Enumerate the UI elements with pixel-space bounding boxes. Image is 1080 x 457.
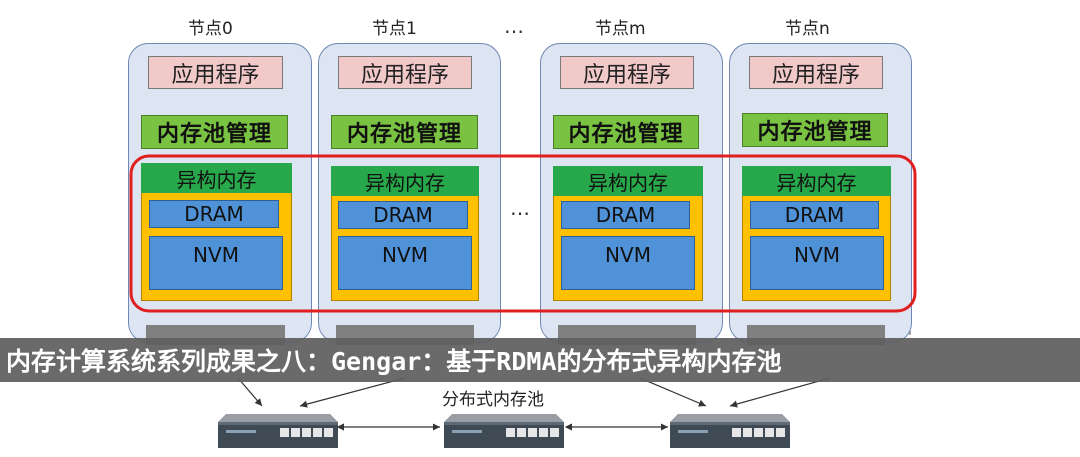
- dram-n: DRAM: [750, 201, 879, 229]
- nvm-n: NVM: [750, 236, 884, 290]
- ellipsis-mid: …: [510, 196, 530, 220]
- network-switch-icon: [444, 414, 564, 448]
- node-label-0: 节点0: [188, 19, 233, 39]
- app-box-n: 应用程序: [749, 56, 883, 89]
- nvm-1: NVM: [338, 236, 472, 290]
- nic-switch-3: [729, 377, 831, 408]
- nic-switch-2: [639, 377, 707, 407]
- dram-0: DRAM: [149, 200, 279, 228]
- nic-switch-0: [237, 377, 263, 407]
- hetero-title-m: 异构内存: [553, 166, 703, 196]
- distributed-pool-label: 分布式内存池: [442, 390, 544, 410]
- title-banner: 内存计算系统系列成果之八：Gengar：基于RDMA的分布式异构内存池: [0, 338, 1080, 382]
- dram-m: DRAM: [561, 201, 690, 229]
- mem-pool-mgmt-0: 内存池管理: [141, 115, 288, 149]
- hetero-title-n: 异构内存: [742, 166, 891, 196]
- network-switch-icon: [218, 414, 338, 448]
- app-box-1: 应用程序: [338, 56, 472, 89]
- nvm-m: NVM: [561, 236, 695, 290]
- mem-pool-mgmt-n: 内存池管理: [742, 113, 888, 147]
- app-box-m: 应用程序: [560, 56, 694, 89]
- nvm-0: NVM: [149, 236, 283, 290]
- nic-switch-1: [299, 377, 406, 408]
- dram-1: DRAM: [338, 201, 468, 229]
- hetero-title-1: 异构内存: [331, 166, 479, 196]
- app-box-0: 应用程序: [148, 56, 283, 89]
- network-switch-icon: [670, 414, 790, 448]
- node-label-n: 节点n: [785, 19, 830, 39]
- hetero-title-0: 异构内存: [141, 163, 292, 193]
- mem-pool-mgmt-m: 内存池管理: [553, 115, 699, 149]
- node-label-m: 节点m: [595, 19, 646, 39]
- node-label-1: 节点1: [372, 19, 417, 39]
- ellipsis-top: …: [504, 14, 524, 38]
- mem-pool-mgmt-1: 内存池管理: [331, 115, 478, 149]
